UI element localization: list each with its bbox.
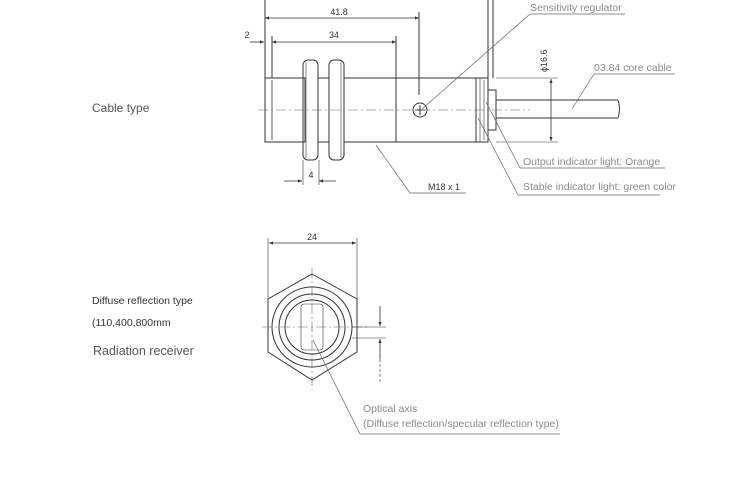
note-stable-indicator: Stable indicator light: green color bbox=[523, 181, 676, 193]
dim-thread-spec: M18 x 1 bbox=[428, 182, 460, 192]
front-title-line3: Radiation receiver bbox=[93, 344, 194, 358]
cable-type-leaders bbox=[375, 13, 675, 196]
note-optical-axis-sub: (Diffuse reflection/specular reflection … bbox=[363, 418, 559, 430]
note-sensitivity-regulator: Sensitivity regulator bbox=[530, 2, 622, 14]
dim-thread-length: 34 bbox=[329, 30, 339, 40]
front-hex-view bbox=[262, 238, 386, 390]
note-output-indicator: Output indicator light: Orange bbox=[523, 156, 660, 168]
cable-type-title: Cable type bbox=[92, 101, 150, 115]
dim-hex-width: 24 bbox=[307, 232, 317, 242]
cable-type-side-view bbox=[258, 0, 620, 161]
note-optical-axis: Optical axis bbox=[363, 403, 417, 415]
cable-type-dimension-lines bbox=[250, 16, 553, 185]
note-core-cable: 03.84 core cable bbox=[594, 62, 672, 74]
front-view-leaders bbox=[312, 339, 560, 435]
dim-overall-length: 41.8 bbox=[330, 7, 348, 17]
front-title-line2: (110,400,800mm bbox=[92, 317, 171, 329]
dim-diameter: ϕ16.6 bbox=[539, 49, 549, 72]
dim-nut-width: 4 bbox=[308, 170, 313, 180]
dim-offset: 2 bbox=[244, 30, 249, 40]
front-title-line1: Diffuse reflection type bbox=[92, 295, 193, 307]
